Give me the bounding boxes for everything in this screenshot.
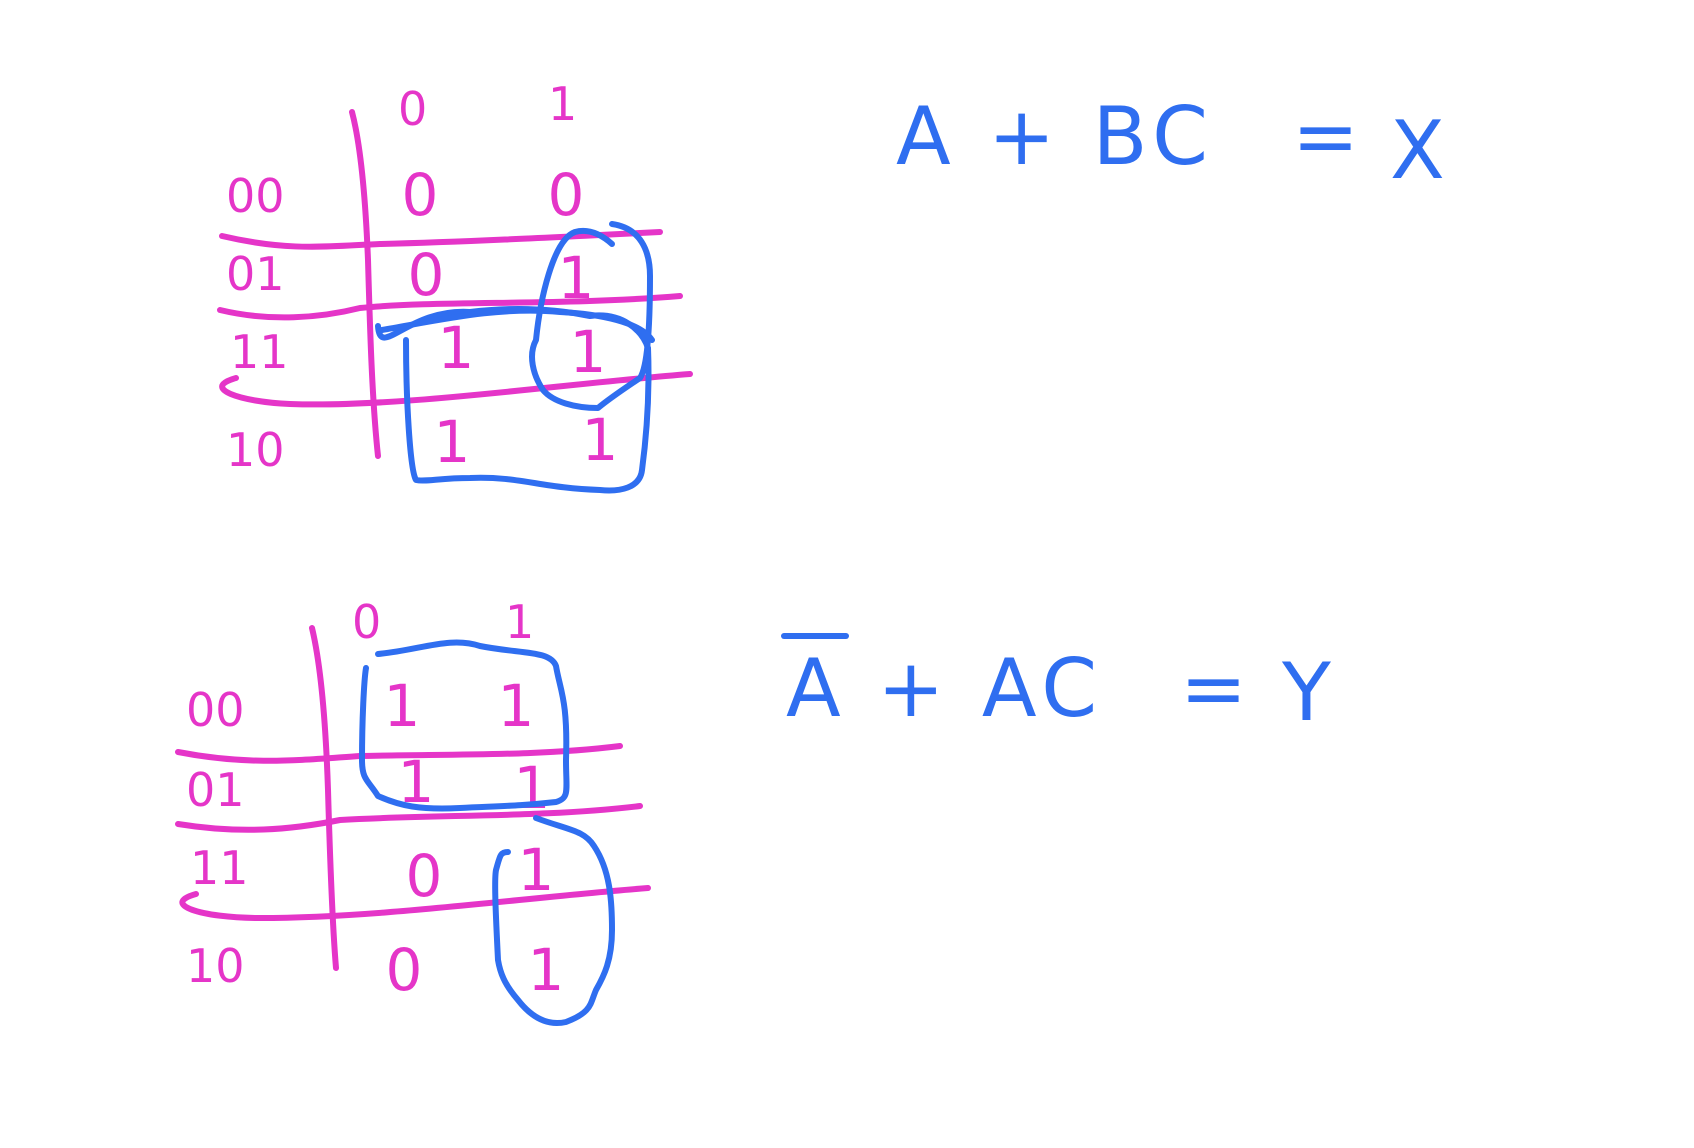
kmap-x-row-header-10: 10 <box>226 423 285 477</box>
kmap-x-cell-r2-c0: 1 <box>438 314 475 382</box>
kmap-y-col-header-0: 0 <box>352 595 381 649</box>
equation-x-equals: = <box>1292 90 1365 183</box>
equation-y-term-barred: A <box>786 642 847 735</box>
equation-x-output: X <box>1390 104 1451 197</box>
kmap-y-row-header-01: 01 <box>186 763 245 817</box>
kmap-x-row-line-2 <box>217 293 683 321</box>
kmap-x-row-header-11: 11 <box>230 325 289 379</box>
kmap-y: 0 1 00 01 11 10 1 1 1 1 0 1 0 1 <box>175 595 651 1026</box>
kmap-y-cell-r0-c0: 1 <box>384 672 421 740</box>
kmap-y-group-AC <box>492 815 615 1026</box>
kmap-x-cell-r0-c1: 0 <box>548 161 585 229</box>
equation-x: A + BC = X <box>896 90 1451 197</box>
equation-y-output: Y <box>1281 646 1337 739</box>
kmap-y-cell-r3-c1: 1 <box>528 936 565 1004</box>
kmap-x-cell-r3-c1: 1 <box>582 406 619 474</box>
kmap-y-group-A-bar <box>359 639 570 812</box>
kmap-x-cell-r2-c1: 1 <box>570 318 607 386</box>
equation-y-equals: = <box>1180 642 1253 735</box>
kmap-x-col-header-0: 0 <box>398 82 427 136</box>
kmap-x-group-A-top-stroke <box>379 307 655 343</box>
kmap-y-row-header-00: 00 <box>186 683 245 737</box>
kmap-x-col-header-1: 1 <box>548 77 577 131</box>
kmap-x-group-BC <box>529 221 653 411</box>
kmap-x-row-header-01: 01 <box>226 247 285 301</box>
kmap-y-vertical-divider <box>309 625 339 971</box>
kmap-y-cell-r1-c1: 1 <box>514 754 551 822</box>
equation-y: A + AC = Y <box>781 633 1337 739</box>
kmap-y-row-header-10: 10 <box>186 939 245 993</box>
equation-y-rest: + AC <box>846 642 1103 735</box>
kmap-y-row-line-1 <box>175 743 623 764</box>
kmap-y-cell-r2-c0: 0 <box>406 842 443 910</box>
kmap-x-row-line-3 <box>219 371 693 408</box>
kmap-y-col-header-1: 1 <box>505 595 534 649</box>
kmap-x-cell-r3-c0: 1 <box>434 408 471 476</box>
kmap-x-cell-r1-c0: 0 <box>408 241 445 309</box>
kmap-y-cell-r3-c0: 0 <box>386 936 423 1004</box>
kmap-x-cell-r1-c1: 1 <box>558 244 595 312</box>
kmap-y-row-line-3 <box>179 885 651 921</box>
kmap-y-cell-r0-c1: 1 <box>498 672 535 740</box>
kmap-x-cell-r0-c0: 0 <box>402 161 439 229</box>
kmap-x: 0 1 00 01 11 10 0 0 0 1 1 1 1 1 <box>217 77 693 494</box>
equation-x-terms: A + BC <box>896 90 1214 183</box>
kmap-y-row-line-2 <box>175 803 643 833</box>
kmap-x-row-header-00: 00 <box>226 169 285 223</box>
kmap-y-cell-r2-c1: 1 <box>518 836 555 904</box>
kmap-y-row-header-11: 11 <box>190 841 249 895</box>
